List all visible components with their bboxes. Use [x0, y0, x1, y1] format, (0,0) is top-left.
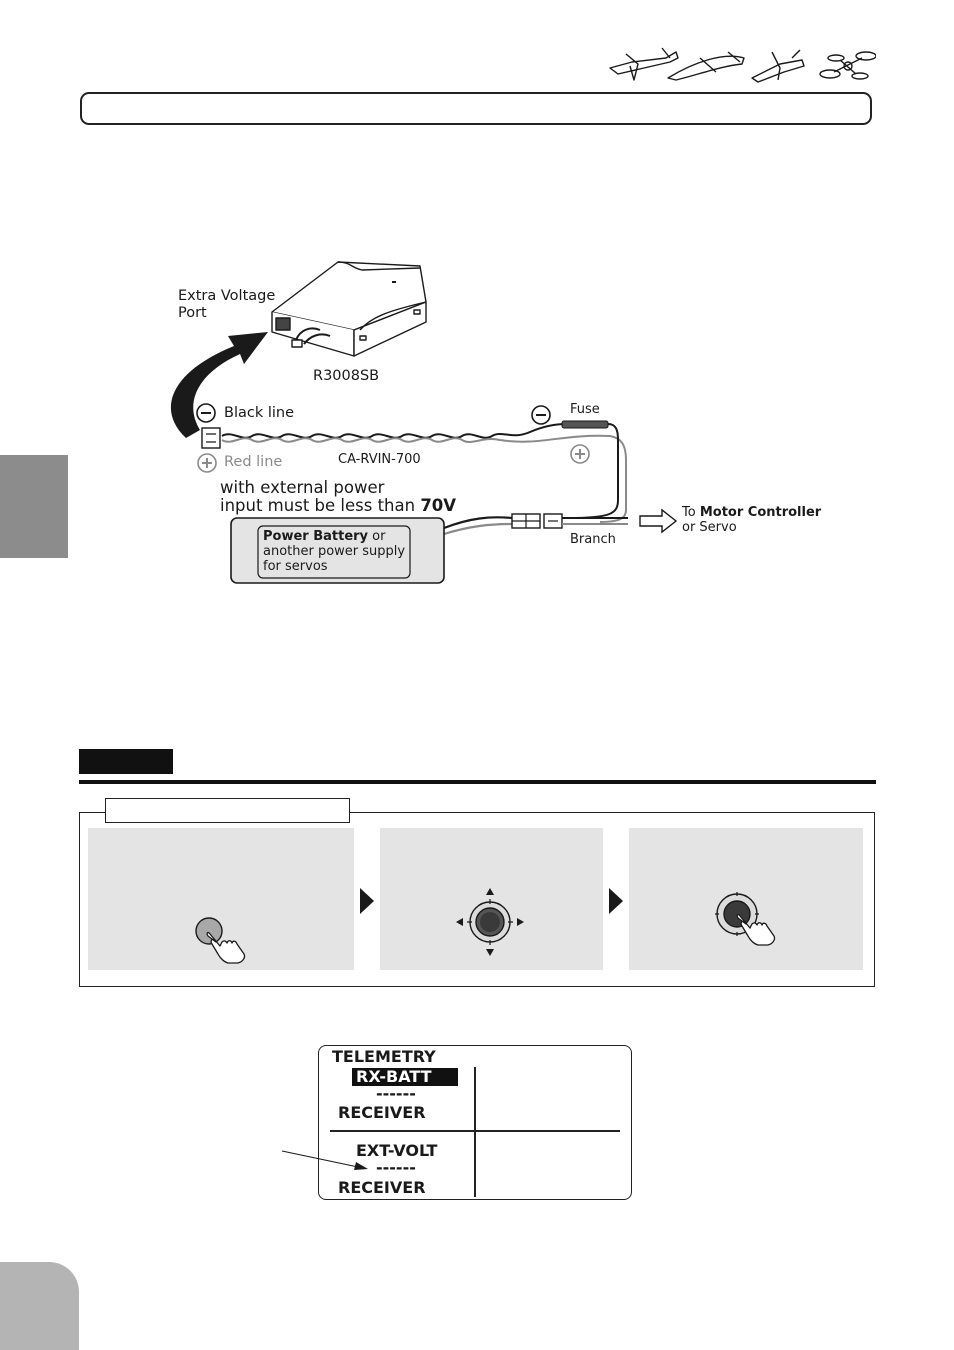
arrow-right-icon [609, 888, 623, 914]
wiring-diagram [170, 261, 678, 584]
page-number-tab [0, 1262, 79, 1350]
fuse [561, 420, 609, 429]
curved-arrow [170, 332, 268, 438]
section-title-box [80, 92, 872, 125]
arrow-right-icon [639, 508, 678, 534]
section-heading-block [79, 749, 173, 774]
lcd-horizontal-divider [330, 1130, 620, 1132]
extra-voltage-port-label: Extra Voltage Port [178, 288, 276, 321]
lcd-vertical-divider [474, 1067, 476, 1197]
motor-controller-label: To Motor Controller or Servo [682, 505, 822, 535]
plus-icon [570, 444, 590, 464]
chapter-side-tab [0, 455, 68, 558]
branch-label: Branch [570, 532, 616, 547]
procedure-tab [105, 798, 350, 823]
receiver-illustration [271, 261, 427, 357]
lcd-item2-label[interactable]: EXT-VOLT [356, 1141, 438, 1160]
red-line-wire [221, 434, 627, 523]
lcd-item1-highlight[interactable] [352, 1068, 458, 1086]
lcd-item1-label: RX-BATT [356, 1067, 432, 1086]
hand-press-icon [715, 892, 776, 946]
battery-label: Power Battery or another power supply fo… [263, 529, 406, 574]
plug-connector [201, 427, 221, 449]
section-rule [79, 780, 876, 784]
receiver-model-label: R3008SB [313, 368, 380, 384]
multicopter-icon [819, 51, 876, 80]
lcd-item1-value: ------ [376, 1084, 416, 1103]
lcd-header: TELEMETRY [332, 1047, 436, 1066]
dial-icon [456, 888, 524, 956]
airplane-icon [609, 47, 679, 81]
lcd-item2-source: RECEIVER [338, 1178, 426, 1197]
glider-icon [667, 51, 745, 81]
fuse-label: Fuse [570, 402, 600, 417]
jet-icon [751, 49, 805, 83]
arrow-right-icon [360, 888, 374, 914]
black-line-label: Black line [224, 405, 295, 421]
red-line-label: Red line [224, 454, 283, 470]
voltage-note: with external power input must be less t… [220, 478, 457, 515]
step-panel-2 [380, 828, 603, 970]
aircraft-header-icons [609, 47, 876, 83]
plus-icon [197, 453, 217, 473]
minus-icon [531, 405, 551, 425]
cable-label: CA-RVIN-700 [338, 452, 421, 467]
lcd-item1-source: RECEIVER [338, 1103, 426, 1122]
hand-press-icon [195, 917, 246, 964]
black-line-wire [221, 423, 567, 439]
procedure-frame [79, 812, 875, 987]
minus-icon [196, 403, 216, 423]
callout-pointer [281, 1150, 368, 1170]
lcd-item2-value: ------ [376, 1158, 416, 1177]
